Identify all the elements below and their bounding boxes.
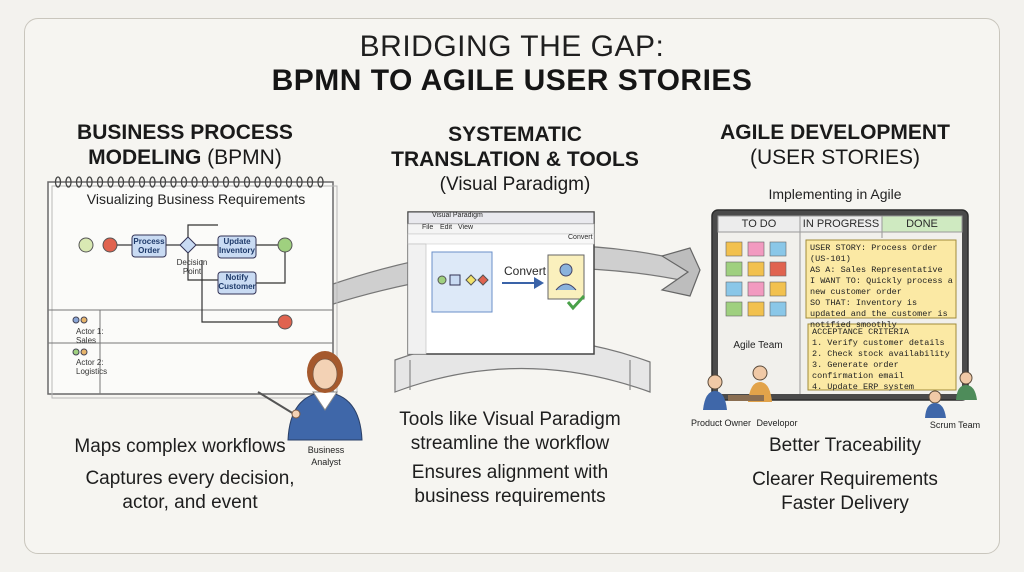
notebook-spiral-ring [222, 176, 230, 188]
sticky-note [769, 301, 787, 317]
left-heading-bpmn: (BPMN) [201, 146, 282, 169]
middle-heading-line3: (Visual Paradigm) [439, 174, 591, 195]
middle-caption1: Tools like Visual Paradigm streamline th… [399, 409, 621, 454]
acceptance-criteria-card: ACCEPTANCE CRITERIA 1. Verify customer d… [812, 327, 950, 392]
notebook-spiral-ring [128, 176, 135, 188]
notebook-spiral-ring [191, 176, 198, 188]
notebook-spiral-ring [275, 176, 282, 188]
notebook-spiral-ring [296, 176, 303, 188]
middle-heading-line1: SYSTEMATIC [448, 123, 582, 146]
right-caption1: Better Traceability [768, 435, 922, 456]
agile-team-label: Agile Team [733, 340, 783, 351]
kanban-board-icon [711, 209, 969, 401]
right-heading-line1: AGILE DEVELOPMENT [720, 121, 950, 144]
notebook-spiral-ring [233, 176, 240, 188]
notebook-spiral-ring [65, 176, 72, 188]
kanban-col-done: DONE [906, 218, 938, 230]
product-owner-label: Product Owner [690, 418, 752, 428]
notebook-spiral-ring [212, 176, 219, 188]
left-caption2: Captures every decision, actor, and even… [85, 468, 295, 513]
notebook-spiral-ring [96, 176, 104, 188]
agile-team-figures [703, 365, 977, 418]
bpmn-lane1-label: Actor 1:Sales [76, 327, 104, 345]
title-line1: BRIDGING THE GAP: [359, 30, 665, 63]
title-line2: BPMN TO AGILE USER STORIES [271, 64, 753, 97]
notebook-spiral-ring [107, 176, 114, 188]
convert-label: Convert [504, 264, 547, 278]
left-heading-modeling: MODELING [88, 146, 202, 169]
menu-edit[interactable]: Edit [440, 224, 453, 231]
notebook-spiral-ring [306, 176, 314, 188]
notebook-spiral-ring [170, 176, 177, 188]
right-caption2: Clearer Requirements Faster Delivery [752, 469, 938, 514]
notebook-spiral-ring [117, 176, 125, 188]
sticky-note [769, 241, 787, 257]
bpmn-lane2-label: Actor 2:Logistics [76, 358, 107, 376]
middle-heading-line2: TRANSLATION & TOOLS [391, 148, 639, 171]
kanban-col-inprogress: IN PROGRESS [802, 218, 880, 230]
notebook-spiral-ring [149, 176, 156, 188]
sticky-note [725, 261, 743, 277]
notebook-spiral-ring [75, 176, 83, 188]
notebook-spiral-ring [86, 176, 93, 188]
window-title: Visual Paradigm [432, 212, 483, 219]
notebook-spiral-ring [285, 176, 293, 188]
notebook-spiral-ring [243, 176, 251, 188]
toolbar-convert-button[interactable]: Convert [568, 234, 593, 241]
sticky-note [747, 281, 765, 297]
notebook-spiral-ring [201, 176, 209, 188]
left-heading-line1: BUSINESS PROCESS [77, 121, 293, 144]
menu-file[interactable]: File [422, 224, 434, 231]
notebook-title: Visualizing Business Requirements [86, 191, 306, 207]
notebook-spiral-ring [254, 176, 261, 188]
notebook-spiral-ring [317, 176, 324, 188]
sticky-note [747, 301, 765, 317]
notebook-spiral-ring [138, 176, 146, 188]
right-heading: AGILE DEVELOPMENT (USER STORIES) [700, 120, 970, 170]
sticky-note [725, 241, 743, 257]
user-story-card: USER STORY: Process Order (US-101) AS A:… [810, 243, 953, 330]
left-caption1: Maps complex workflows [74, 436, 286, 457]
developer-label: Developor [756, 418, 798, 428]
left-heading: BUSINESS PROCESS MODELING (BPMN) [60, 120, 310, 170]
middle-caption2: Ensures alignment with business requirem… [411, 462, 609, 507]
visual-paradigm-window [407, 211, 595, 355]
notebook-spiral-ring [180, 176, 188, 188]
sticky-note [747, 241, 765, 257]
notebook-spiral-ring [264, 176, 272, 188]
business-analyst-figure [257, 351, 363, 441]
notebook-spiral-ring [54, 176, 62, 188]
business-analyst-label: Business Analyst [307, 445, 345, 467]
scrum-team-label: Scrum Team [929, 420, 981, 430]
right-subheading: Implementing in Agile [768, 186, 902, 202]
kanban-col-todo: TO DO [741, 218, 777, 230]
right-heading-line2: (USER STORIES) [750, 146, 920, 169]
sticky-note [769, 281, 787, 297]
middle-heading: SYSTEMATIC TRANSLATION & TOOLS (Visual P… [380, 122, 650, 197]
sticky-note [725, 301, 743, 317]
menu-view[interactable]: View [458, 224, 474, 231]
sticky-note [725, 281, 743, 297]
sticky-note [769, 261, 787, 277]
notebook-spiral-ring [159, 176, 167, 188]
notebook-icon [47, 176, 338, 399]
sticky-note [747, 261, 765, 277]
